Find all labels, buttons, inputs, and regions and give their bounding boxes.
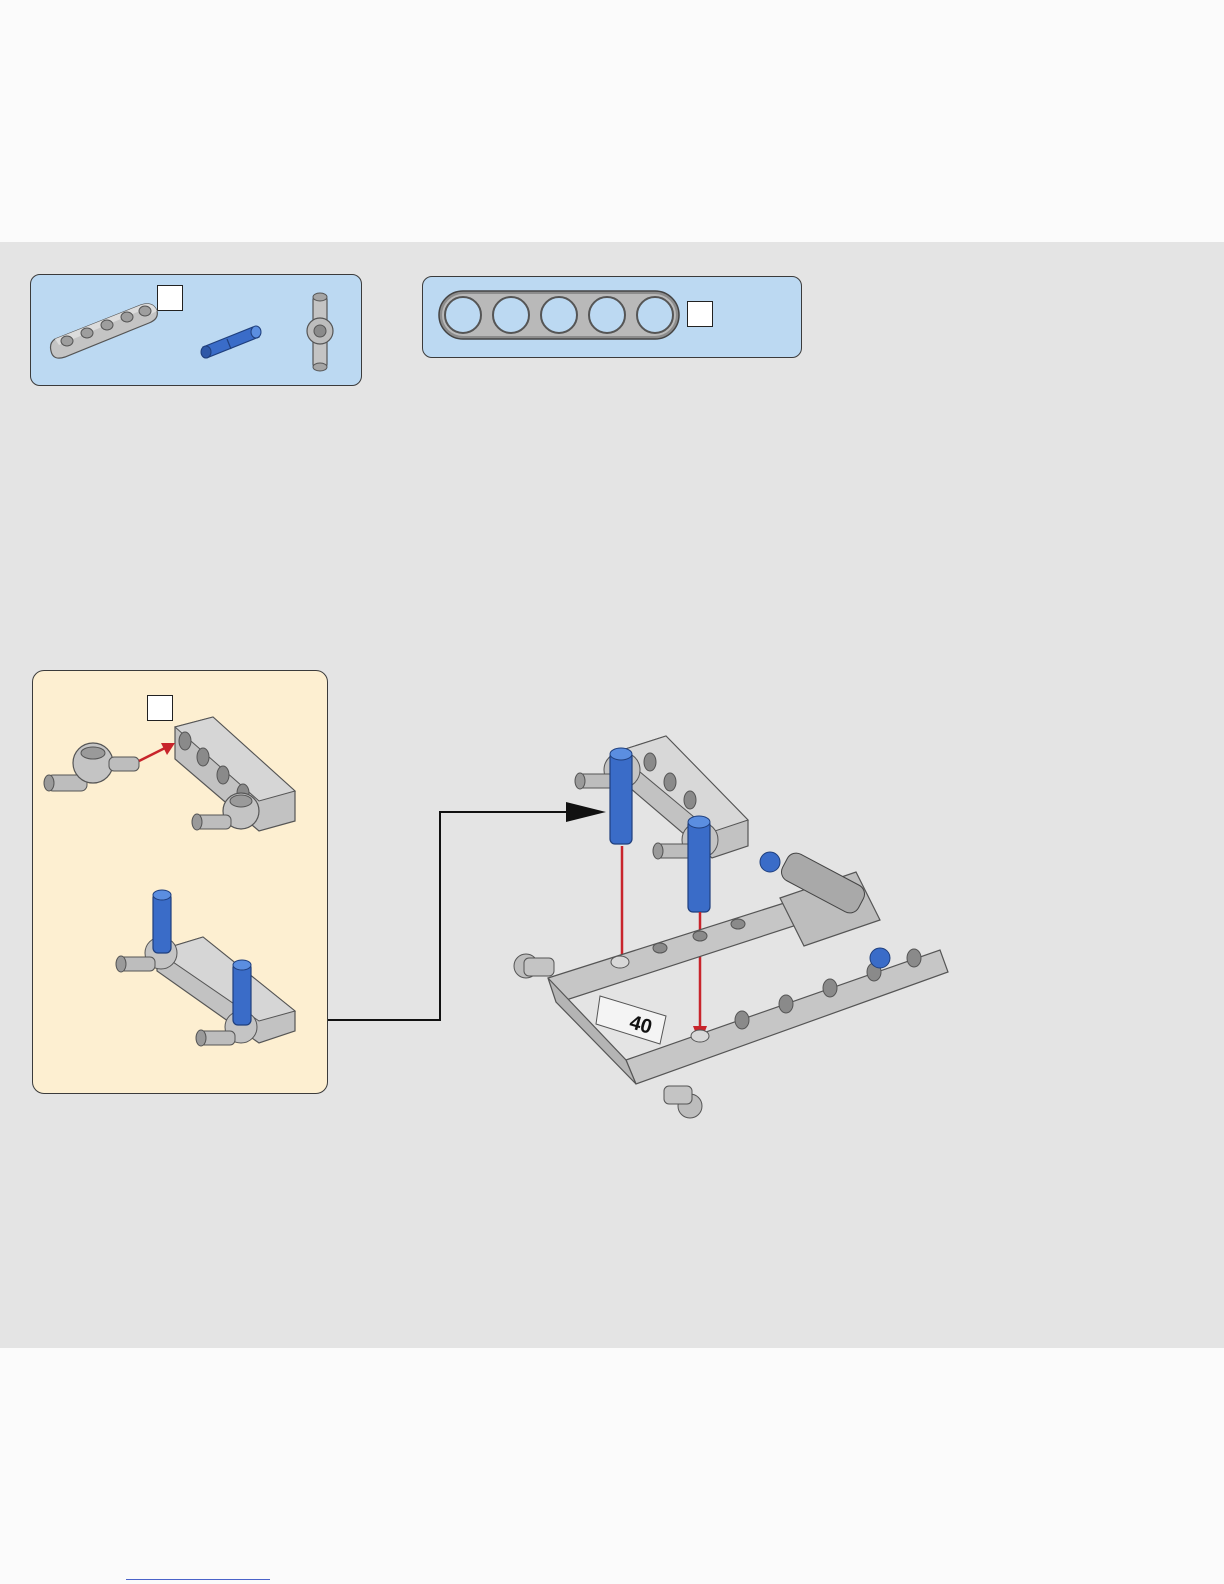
top-subassembly [575, 736, 748, 912]
footer-link-underline[interactable] [126, 1579, 270, 1580]
base-frame: 40 [514, 850, 948, 1118]
